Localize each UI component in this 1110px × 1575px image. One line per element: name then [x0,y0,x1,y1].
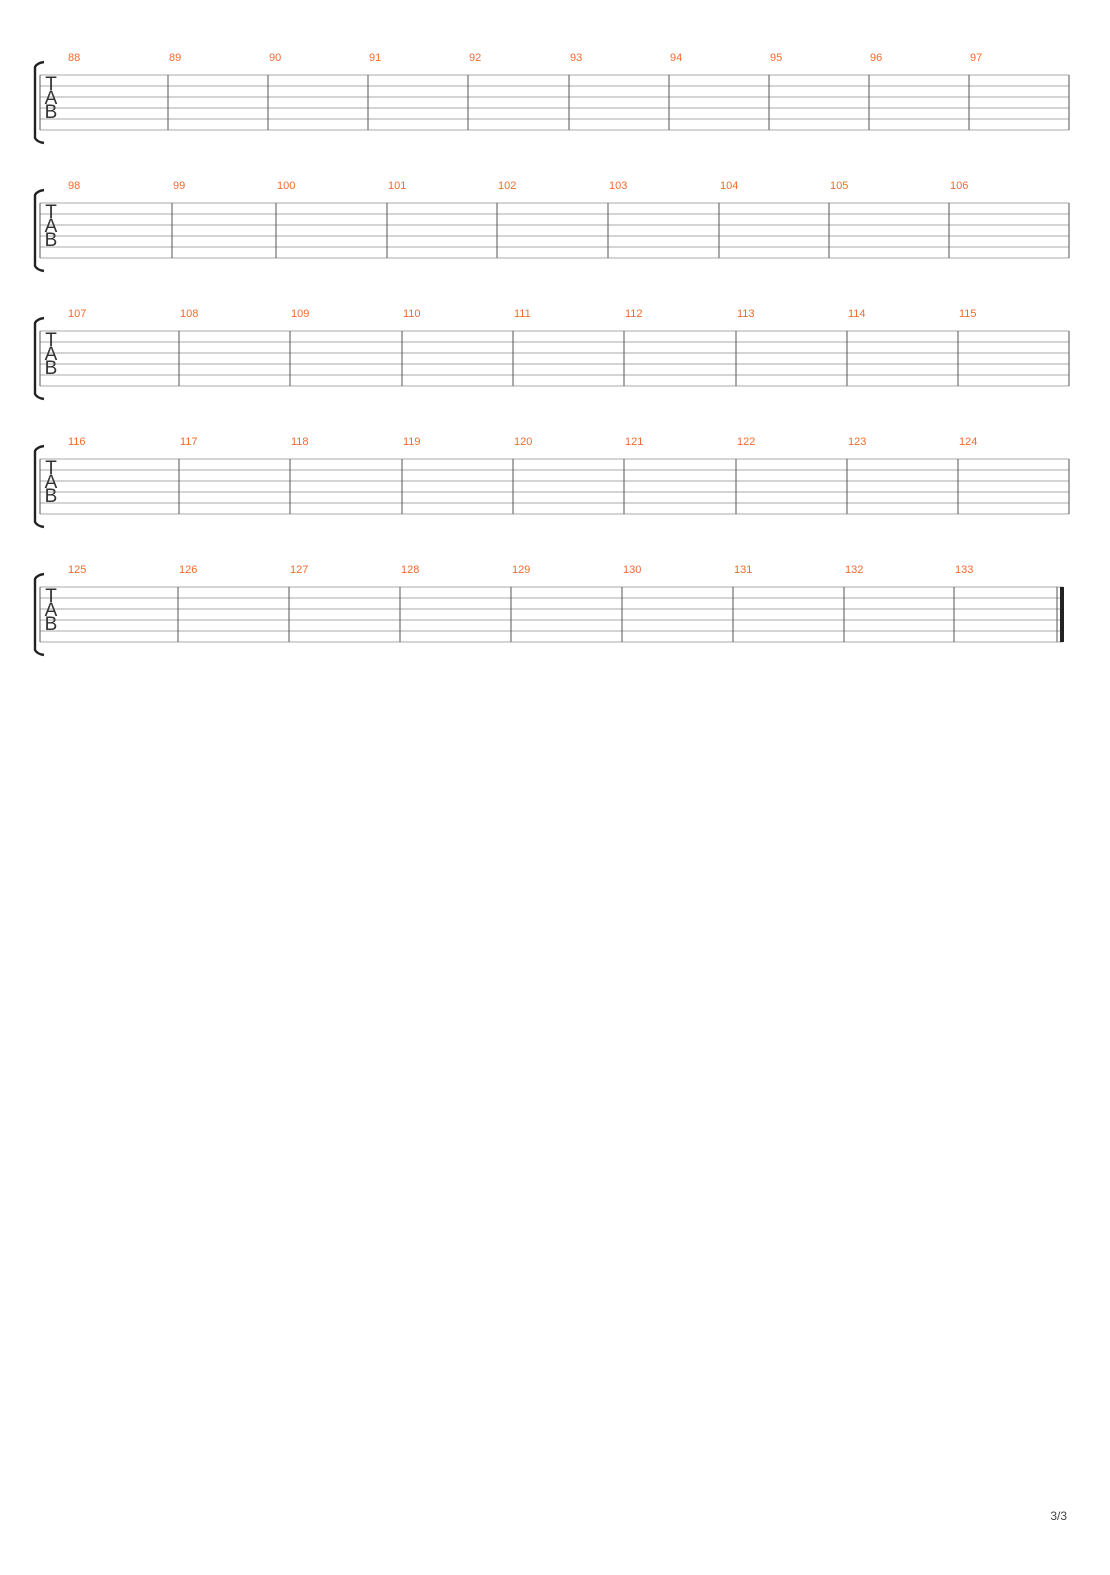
measure-number: 96 [870,52,882,64]
measure-number: 118 [291,436,309,448]
tab-clef-letter: A [45,472,58,493]
measure-number: 100 [277,180,295,192]
measure-number: 123 [848,436,866,448]
measure-number: 104 [720,180,738,192]
measure-number: 110 [403,308,421,320]
measure-number: 93 [570,52,582,64]
system-bracket [33,316,45,401]
tab-clef-letter: T [45,586,57,607]
measure-number: 95 [770,52,782,64]
measure-number: 133 [955,564,973,576]
measure-number: 125 [68,564,86,576]
system-bracket [33,572,45,657]
measure-number: 98 [68,180,80,192]
tab-system: TAB 125 126 127 128 129 130 131 132 133 [33,564,1064,657]
measure-number: 92 [469,52,481,64]
tab-clef-letter: T [45,330,57,351]
tab-clef-letter: B [45,486,58,507]
tab-clef-letter: B [45,230,58,251]
measure-number: 88 [68,52,80,64]
measure-number: 117 [180,436,198,448]
tab-clef-letter: T [45,74,57,95]
measure-number: 94 [670,52,682,64]
tab-clef-letter: T [45,202,57,223]
measure-number: 111 [514,308,531,320]
measure-number: 102 [498,180,516,192]
system-bracket [33,444,45,529]
measure-number: 108 [180,308,198,320]
tab-clef-letter: A [45,600,58,621]
measure-number: 119 [403,436,421,448]
measure-number: 90 [269,52,281,64]
measure-number: 120 [514,436,532,448]
measure-number: 126 [179,564,197,576]
tab-clef-letter: B [45,102,58,123]
page-number: 3/3 [1050,1509,1067,1523]
measure-number: 105 [830,180,848,192]
measure-number: 91 [369,52,381,64]
tab-clef-letter: A [45,88,58,109]
system-bracket [33,60,45,145]
measure-number: 122 [737,436,755,448]
system-bracket [33,188,45,273]
measure-number: 106 [950,180,968,192]
measure-number: 115 [959,308,977,320]
measure-number: 112 [625,308,643,320]
tab-clef-letter: B [45,614,58,635]
measure-number: 128 [401,564,419,576]
measure-number: 107 [68,308,86,320]
tab-clef-letter: A [45,344,58,365]
tab-system: TAB 107 108 109 110 111 112 113 114 115 [33,308,1070,401]
measure-number: 97 [970,52,982,64]
final-barline [1060,587,1064,642]
measure-number: 99 [173,180,185,192]
tab-clef-letter: B [45,358,58,379]
measure-number: 101 [388,180,406,192]
measure-number: 109 [291,308,309,320]
measure-number: 130 [623,564,641,576]
measure-number: 114 [848,308,866,320]
tab-system: TAB 116 117 118 119 120 121 122 123 124 [33,436,1070,529]
measure-number: 124 [959,436,977,448]
measure-number: 89 [169,52,181,64]
tab-clef-letter: T [45,458,57,479]
measure-number: 127 [290,564,308,576]
tab-clef-letter: A [45,216,58,237]
measure-number: 132 [845,564,863,576]
measure-number: 116 [68,436,86,448]
measure-number: 103 [609,180,627,192]
measure-number: 121 [625,436,643,448]
tab-system: TAB 88 89 90 91 92 93 94 95 96 97 [33,52,1070,145]
tab-system: TAB 98 99 100 101 102 103 104 105 106 [33,180,1070,273]
measure-number: 131 [734,564,752,576]
measure-number: 113 [737,308,755,320]
measure-number: 129 [512,564,530,576]
